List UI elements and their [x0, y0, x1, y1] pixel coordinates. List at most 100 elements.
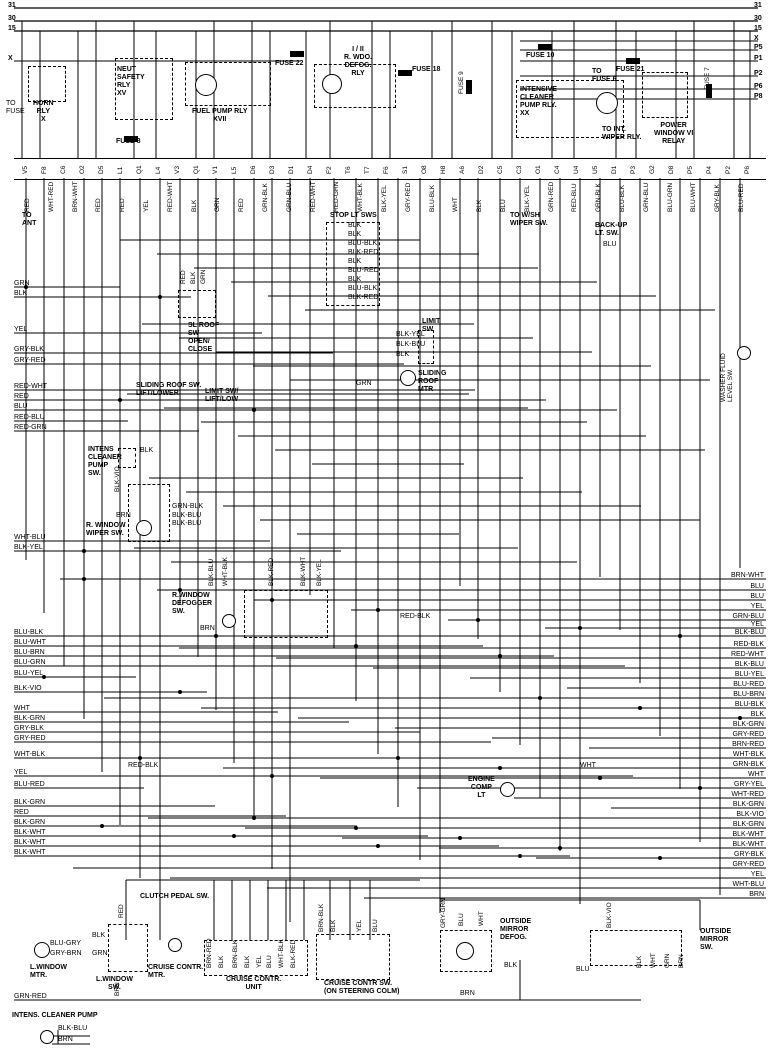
- left-wire-label: GRY-BLK: [14, 346, 44, 353]
- mirror-wire: BRN: [678, 954, 685, 968]
- right-wire-label: GRN-BLU: [732, 613, 764, 620]
- right-rail-label: P8: [754, 93, 763, 100]
- connector-wire: BLK: [476, 199, 484, 212]
- right-wire-label: BLU-BLK: [734, 701, 764, 708]
- sliding-roof-motor: [400, 370, 416, 386]
- junction: [738, 716, 742, 720]
- left-wire-label: BLK-WHT: [14, 839, 46, 846]
- r-window-defogger-switch: [244, 590, 328, 638]
- washer-fluid-switch: [737, 346, 751, 360]
- right-wire-label: GRY-RED: [732, 861, 764, 868]
- power-window-relay: [642, 72, 688, 118]
- fuse-label: FUSE 10: [526, 52, 555, 59]
- junction: [232, 834, 236, 838]
- mirror-wire: BLK-VIO: [606, 902, 613, 928]
- junction: [252, 408, 256, 412]
- connector-wire: BLU: [500, 199, 507, 212]
- fuse-label: FUSE 9: [458, 71, 465, 94]
- cruise-wire: BLU: [266, 955, 273, 968]
- junction: [100, 824, 104, 828]
- right-wire-label: YEL: [750, 621, 764, 628]
- junction: [518, 854, 522, 858]
- right-wire-label: BRN-WHT: [730, 572, 764, 579]
- right-rail-label: 30: [754, 15, 762, 22]
- left-wire-label: BLK-GRN: [14, 715, 46, 722]
- junction: [638, 706, 642, 710]
- defog-wire: BLK-BLU: [208, 558, 215, 586]
- right-wire-label: BLU-YEL: [734, 671, 764, 678]
- washer-fluid-label: WASHER FLUID LEVEL SW.: [720, 353, 734, 402]
- left-wire-label: BLU-BLK: [14, 629, 44, 636]
- fuel-pump-relay-coil: [195, 74, 217, 96]
- wdo-defog-relay-label: I / II R. WDO. DEFOG. RLY: [344, 46, 372, 77]
- cruise-wire: YEL: [256, 955, 263, 968]
- mirror-wire: BRN: [460, 990, 475, 997]
- connector-wire: RED-GRN: [333, 181, 341, 212]
- right-wire-label: BLK-WHT: [732, 831, 765, 838]
- top-rail-label: 30: [8, 15, 16, 22]
- junction: [538, 696, 542, 700]
- connector-wire: RED: [95, 198, 103, 212]
- connector-wire: WHT: [452, 197, 460, 212]
- defog-wire: BLK-RED: [268, 557, 275, 586]
- left-wire-label: YEL: [14, 769, 28, 776]
- right-wire-label: WHT-RED: [731, 791, 764, 798]
- sl-roof-wire: BLK: [190, 271, 197, 284]
- fuse-body: [466, 80, 472, 94]
- connector-wire: WHT-RED: [47, 181, 55, 212]
- right-wire-label: GRY-YEL: [734, 781, 764, 788]
- left-wire-label: RED-GRN: [14, 424, 47, 431]
- junction: [354, 826, 358, 830]
- junction: [476, 618, 480, 622]
- cruise-mtr-label: CRUISE CONTR. MTR.: [148, 964, 204, 979]
- wiper-wire: BLK-BLU: [172, 520, 202, 527]
- red-blk-label-2: RED-BLK: [128, 762, 159, 769]
- limit-switch: [418, 330, 434, 364]
- sliding-roof-mtr-label: SLIDING ROOF MTR: [418, 370, 447, 393]
- mirror-wire: BLK: [504, 962, 518, 969]
- right-wire-label: BLK-BLU: [734, 661, 764, 668]
- fuse-body: [124, 136, 138, 142]
- mirror-wire: GRN: [664, 953, 671, 968]
- left-wire-label: YEL: [14, 326, 28, 333]
- right-rail-label: 15: [754, 25, 762, 32]
- limit-sw-lift-label: LIMIT SW/ LIFT/LOW: [205, 388, 239, 403]
- connector-wire: BRN-WHT: [71, 181, 79, 212]
- neut-safety-relay: [115, 58, 173, 120]
- right-wire-label: GRY-RED: [732, 731, 764, 738]
- junction: [558, 846, 562, 850]
- right-wire-label: RED-WHT: [730, 651, 764, 658]
- junction: [578, 626, 582, 630]
- cruise-control-switch: [316, 934, 390, 980]
- junction: [498, 766, 502, 770]
- top-rail-label: 31: [8, 2, 16, 9]
- junction: [354, 644, 358, 648]
- cruise-wire: BLU: [372, 919, 379, 932]
- connector-wire: WHT-BLK: [357, 183, 365, 212]
- right-wire-label: BLU: [750, 593, 764, 600]
- l-window-switch: [108, 924, 148, 972]
- sliding-roof-sw-label: SLIDING ROOF SW. LIFT/LOWER: [136, 382, 202, 397]
- left-wire-label: BLU: [14, 403, 28, 410]
- left-wire-label: BLK-WHT: [14, 849, 46, 856]
- horn-relay: [28, 66, 66, 102]
- right-wire-label: BLU-RED: [733, 681, 764, 688]
- defog-wire: BLK-WHT: [300, 556, 307, 586]
- right-rail-label: P6: [754, 83, 763, 90]
- right-wire-label: YEL: [750, 871, 764, 878]
- cruise-wire: BRN-BLK: [232, 939, 239, 968]
- right-wire-label: BLU-BRN: [733, 691, 764, 698]
- junction: [458, 836, 462, 840]
- junction: [82, 549, 86, 553]
- stop-lt-wire: BLK: [348, 258, 362, 265]
- stop-lt-wire: BLK-RED: [348, 249, 379, 256]
- limit-wire: BLK-YEL: [396, 331, 425, 338]
- intensive-cleaner-relay-coil: [596, 92, 618, 114]
- stop-lt-wire: BLK-RED: [348, 294, 379, 301]
- r-window-wiper-switch: [128, 484, 170, 542]
- r-window-defogger-label: R.WINDOW DEFOGGER SW.: [172, 592, 213, 615]
- cruise-sw-label: CRUISE CONTR SW. (ON STEERING COLM): [324, 980, 400, 995]
- pump-wire: BRN: [58, 1036, 73, 1043]
